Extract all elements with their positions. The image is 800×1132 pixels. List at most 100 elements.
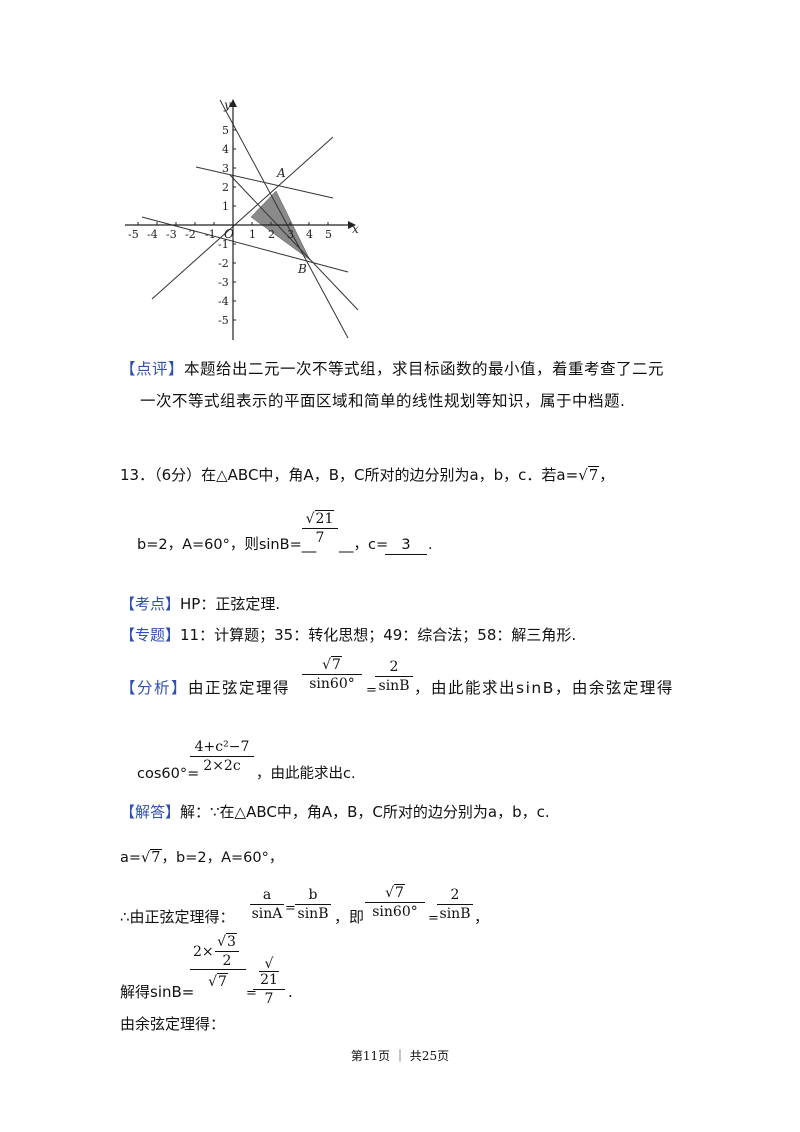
jieda-l4-den: 7 — [217, 973, 228, 990]
jieda-l4-inner-num: 3 — [226, 933, 237, 950]
jieda-line-4-pre: 解得sinB= — [120, 983, 195, 1001]
y-tick-marks — [233, 129, 236, 321]
fenxi-pre: 【分析】由正弦定理得 — [120, 679, 290, 697]
jieda-line-2: a=√7，b=2，A=60°， — [120, 849, 283, 866]
jieda-l3-end: ， — [474, 908, 490, 926]
x-tick-label: 2 — [268, 228, 275, 241]
jieda-l3-mid: ，即 — [334, 908, 365, 926]
q13-c-answer: 3 — [385, 538, 427, 555]
y-axis-label: y — [223, 98, 231, 112]
y-tick-label: 4 — [222, 143, 229, 156]
line-x-minus-y — [151, 136, 334, 300]
jieda-l4-f2-den: 7 — [264, 991, 274, 1007]
q13-line-2-end: . — [428, 537, 433, 553]
jieda-l3-frac-2: b sinB — [295, 888, 331, 921]
jieda-sqrt-a: √7 — [141, 849, 162, 866]
x-tick-label: 4 — [306, 228, 313, 241]
q13-line-2-mid: __，c= — [339, 537, 389, 553]
point-a-label: A — [276, 166, 286, 180]
jieda-l4-big-frac: 2× √3 2 √7 — [190, 933, 246, 989]
fenxi-cos-frac: 4+c²−7 2×2c — [190, 740, 254, 773]
zhuanti-line: 【专题】11：计算题；35：转化思想；49：综合法；58：解三角形. — [120, 628, 576, 643]
origin-label: O — [224, 227, 234, 241]
q13-tail: ， — [599, 466, 615, 484]
jieda-l4-inner-den: 2 — [222, 953, 232, 969]
jieda-tag: 【解答】 — [120, 803, 181, 821]
fenxi-cos-post: ，由此能求出c. — [256, 766, 356, 782]
q13-line-2-pre: b=2，A=60°，则sinB=__ — [137, 537, 317, 553]
jieda-l3-f3-num: 7 — [394, 884, 405, 901]
jieda-line-1: 【解答】解：∵在△ABC中，角A，B，C所对的边分别为a，b，c. — [120, 805, 550, 820]
x-tick-label: -4 — [147, 228, 158, 241]
jieda-line-2-post: ，b=2，A=60°， — [161, 850, 284, 866]
y-tick-label: -2 — [218, 257, 229, 270]
jieda-l3-frac-4: 2 sinB — [437, 888, 473, 921]
jieda-l3-f2-den: sinB — [297, 906, 329, 922]
jieda-l4-f2-num: 21 — [259, 971, 279, 988]
q13-a-radicand: 7 — [587, 466, 600, 484]
jieda-line-2-pre: a= — [120, 850, 142, 866]
line-steep — [229, 174, 359, 311]
fenxi-frac-2-den: sinB — [378, 678, 410, 694]
x-tick-label: 5 — [325, 228, 332, 241]
jieda-line-3-pre: ∴由正弦定理得： — [120, 908, 235, 926]
q13-sinB-answer: √21 7 — [302, 510, 338, 545]
jieda-l3-frac-3: √7 sin60° — [365, 884, 425, 919]
jieda-l3-f1-den: sinA — [251, 906, 283, 922]
kaodian-tag: 【考点】 — [120, 595, 181, 613]
q13-sinB-num: 21 — [314, 510, 335, 527]
fenxi-frac-1: √7 sin60° — [302, 656, 362, 691]
jieda-line-1-text: 解：∵在△ABC中，角A，B，C所对的边分别为a，b，c. — [180, 803, 550, 821]
q13-line-1: 13．（6分）在△ABC中，角A，B，C所对的边分别为a，b，c．若a=√7， — [120, 466, 614, 483]
y-tick-label: -5 — [218, 314, 229, 327]
comment-line-2: 一次不等式组表示的平面区域和简单的线性规划等知识，属于中档题. — [140, 392, 626, 410]
x-tick-label: -5 — [128, 228, 139, 241]
fenxi-frac-1-num: 7 — [331, 656, 342, 673]
x-axis-arrow — [348, 221, 356, 229]
fenxi-post: ，由此能求出sinB，由余弦定理得 — [414, 679, 674, 697]
y-tick-label: -1 — [218, 238, 229, 251]
zhuanti-text: 11：计算题；35：转化思想；49：综合法；58：解三角形. — [180, 626, 577, 644]
zhuanti-tag: 【专题】 — [120, 626, 181, 644]
jieda-l3-f2-num: b — [308, 887, 318, 903]
y-tick-label: 5 — [222, 124, 229, 137]
comment-text-1: 本题给出二元一次不等式组，求目标函数的最小值，着重考查了二元 — [184, 360, 665, 378]
q13-sqrt-a: √7 — [578, 466, 600, 484]
point-b-label: B — [297, 262, 307, 276]
x-tick-label: 3 — [287, 228, 294, 241]
y-tick-label: 2 — [222, 181, 229, 194]
q13-head: 13．（6分）在△ABC中，角A，B，C所对的边分别为a，b，c．若a= — [120, 466, 579, 484]
q13-sinB-den: 7 — [315, 530, 325, 546]
fenxi-frac-1-den: sin60° — [309, 676, 355, 692]
jieda-l3-f4-num: 2 — [450, 887, 460, 903]
line-upper-bound — [195, 166, 334, 199]
fenxi-frac-2: 2 sinB — [375, 660, 413, 693]
fenxi-frac-2-num: 2 — [389, 659, 399, 675]
jieda-l3-frac-1: a sinA — [250, 888, 284, 921]
jieda-l4-top-pre: 2× — [193, 944, 214, 960]
x-tick-label: -1 — [205, 228, 216, 241]
x-tick-marks — [137, 222, 329, 225]
comment-line-1: 【点评】本题给出二元一次不等式组，求目标函数的最小值，着重考查了二元 — [120, 360, 665, 378]
y-tick-label: -3 — [218, 276, 229, 289]
kaodian-text: HP：正弦定理. — [180, 595, 281, 613]
comment-tag: 【点评】 — [120, 360, 185, 378]
x-axis-label: x — [352, 222, 359, 236]
jieda-l3-eq: = — [285, 901, 296, 916]
jieda-line-5: 由余弦定理得： — [120, 1015, 226, 1033]
jieda-l4-eq: = — [246, 986, 257, 1001]
fenxi-cos-den: 2×2c — [203, 758, 241, 774]
y-tick-label: 1 — [222, 200, 229, 213]
y-tick-label: 3 — [222, 162, 229, 175]
line-x-plus-y — [219, 99, 349, 339]
jieda-l4-end: . — [288, 983, 293, 1001]
jieda-l3-f1-num: a — [262, 887, 272, 903]
y-axis-arrow — [229, 99, 237, 107]
kaodian-line: 【考点】HP：正弦定理. — [120, 597, 280, 612]
jieda-l3-f4-den: sinB — [439, 906, 471, 922]
jieda-l4-inner-frac: √3 2 — [215, 933, 239, 968]
fenxi-tag: 【分析】 — [120, 679, 189, 697]
x-tick-label: 1 — [249, 228, 256, 241]
fenxi-eq: = — [366, 683, 377, 698]
x-tick-label: -2 — [185, 228, 196, 241]
